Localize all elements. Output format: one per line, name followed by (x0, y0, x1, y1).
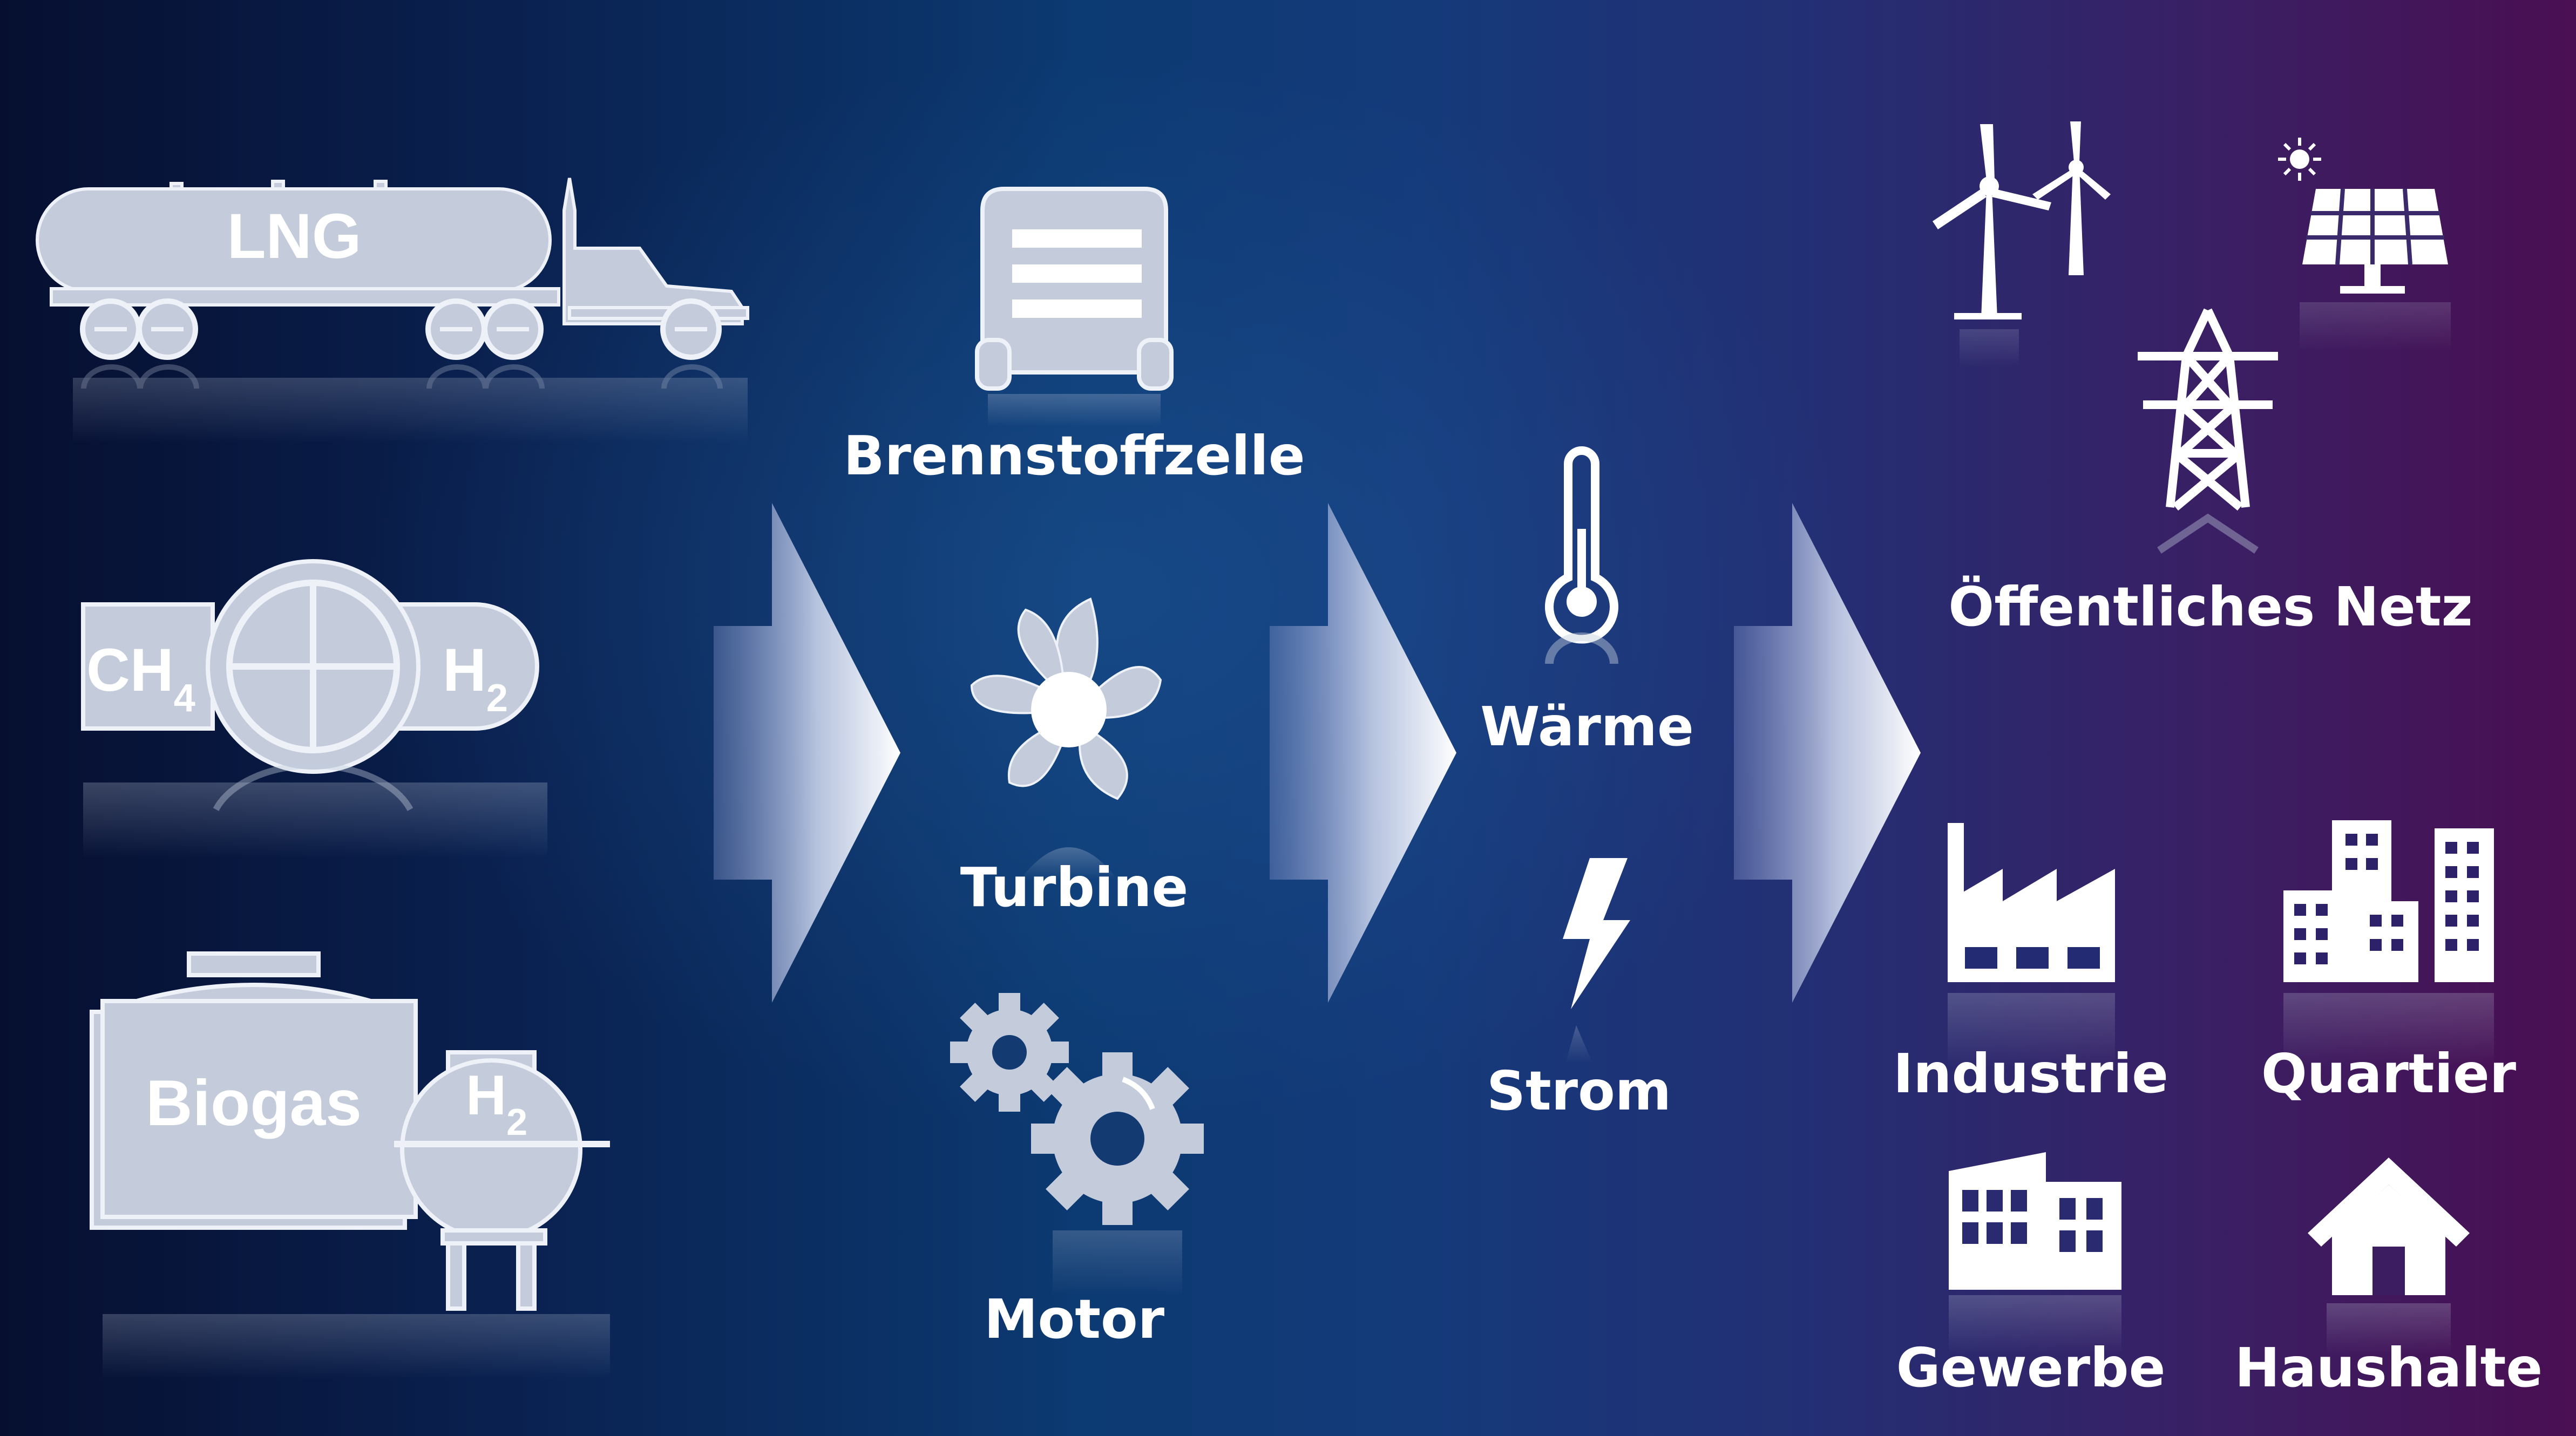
h2-pipe-label: H2 (443, 636, 508, 720)
grid-label: Öffentliches Netz (1948, 575, 2473, 638)
industry-label: Industrie (1893, 1042, 2168, 1105)
lng-label: LNG (227, 201, 361, 272)
thermometer-icon (1545, 446, 1618, 664)
h2-tank-label: H2 (466, 1064, 527, 1143)
lightning-bolt-icon (1563, 858, 1630, 1063)
fuel-cell-label: Brennstoffzelle (843, 424, 1305, 487)
district-label: Quartier (2261, 1042, 2517, 1105)
city-buildings-icon (2283, 820, 2494, 1066)
arrow-right-icon (1270, 503, 1456, 1003)
lng-truck-icon: LNG (36, 178, 749, 443)
motor-label: Motor (984, 1288, 1165, 1351)
households-label: Haushalte (2234, 1336, 2543, 1399)
turbine-fan-icon (970, 597, 1162, 880)
power-label: Strom (1486, 1059, 1672, 1122)
biogas-label: Biogas (146, 1067, 362, 1139)
arrow-right-icon (1734, 503, 1921, 1003)
heat-label: Wärme (1480, 695, 1694, 758)
ch4-label: CH4 (86, 636, 195, 720)
turbine-label: Turbine (960, 856, 1189, 919)
arrow-right-icon (714, 503, 900, 1003)
fuel-cell-icon (975, 187, 1174, 426)
solar-panel-icon (2278, 138, 2451, 351)
house-icon (2308, 1158, 2470, 1355)
pipeline-valve-icon: CH4 H2 (81, 559, 547, 858)
commerce-building-icon (1949, 1152, 2121, 1355)
factory-icon (1948, 823, 2115, 1069)
power-pylon-icon (2138, 308, 2278, 554)
commerce-label: Gewerbe (1896, 1336, 2166, 1399)
wind-turbine-icon (1933, 121, 2111, 367)
biogas-tank-icon: Biogas H2 (90, 951, 610, 1379)
motor-gears-icon (950, 993, 1204, 1295)
